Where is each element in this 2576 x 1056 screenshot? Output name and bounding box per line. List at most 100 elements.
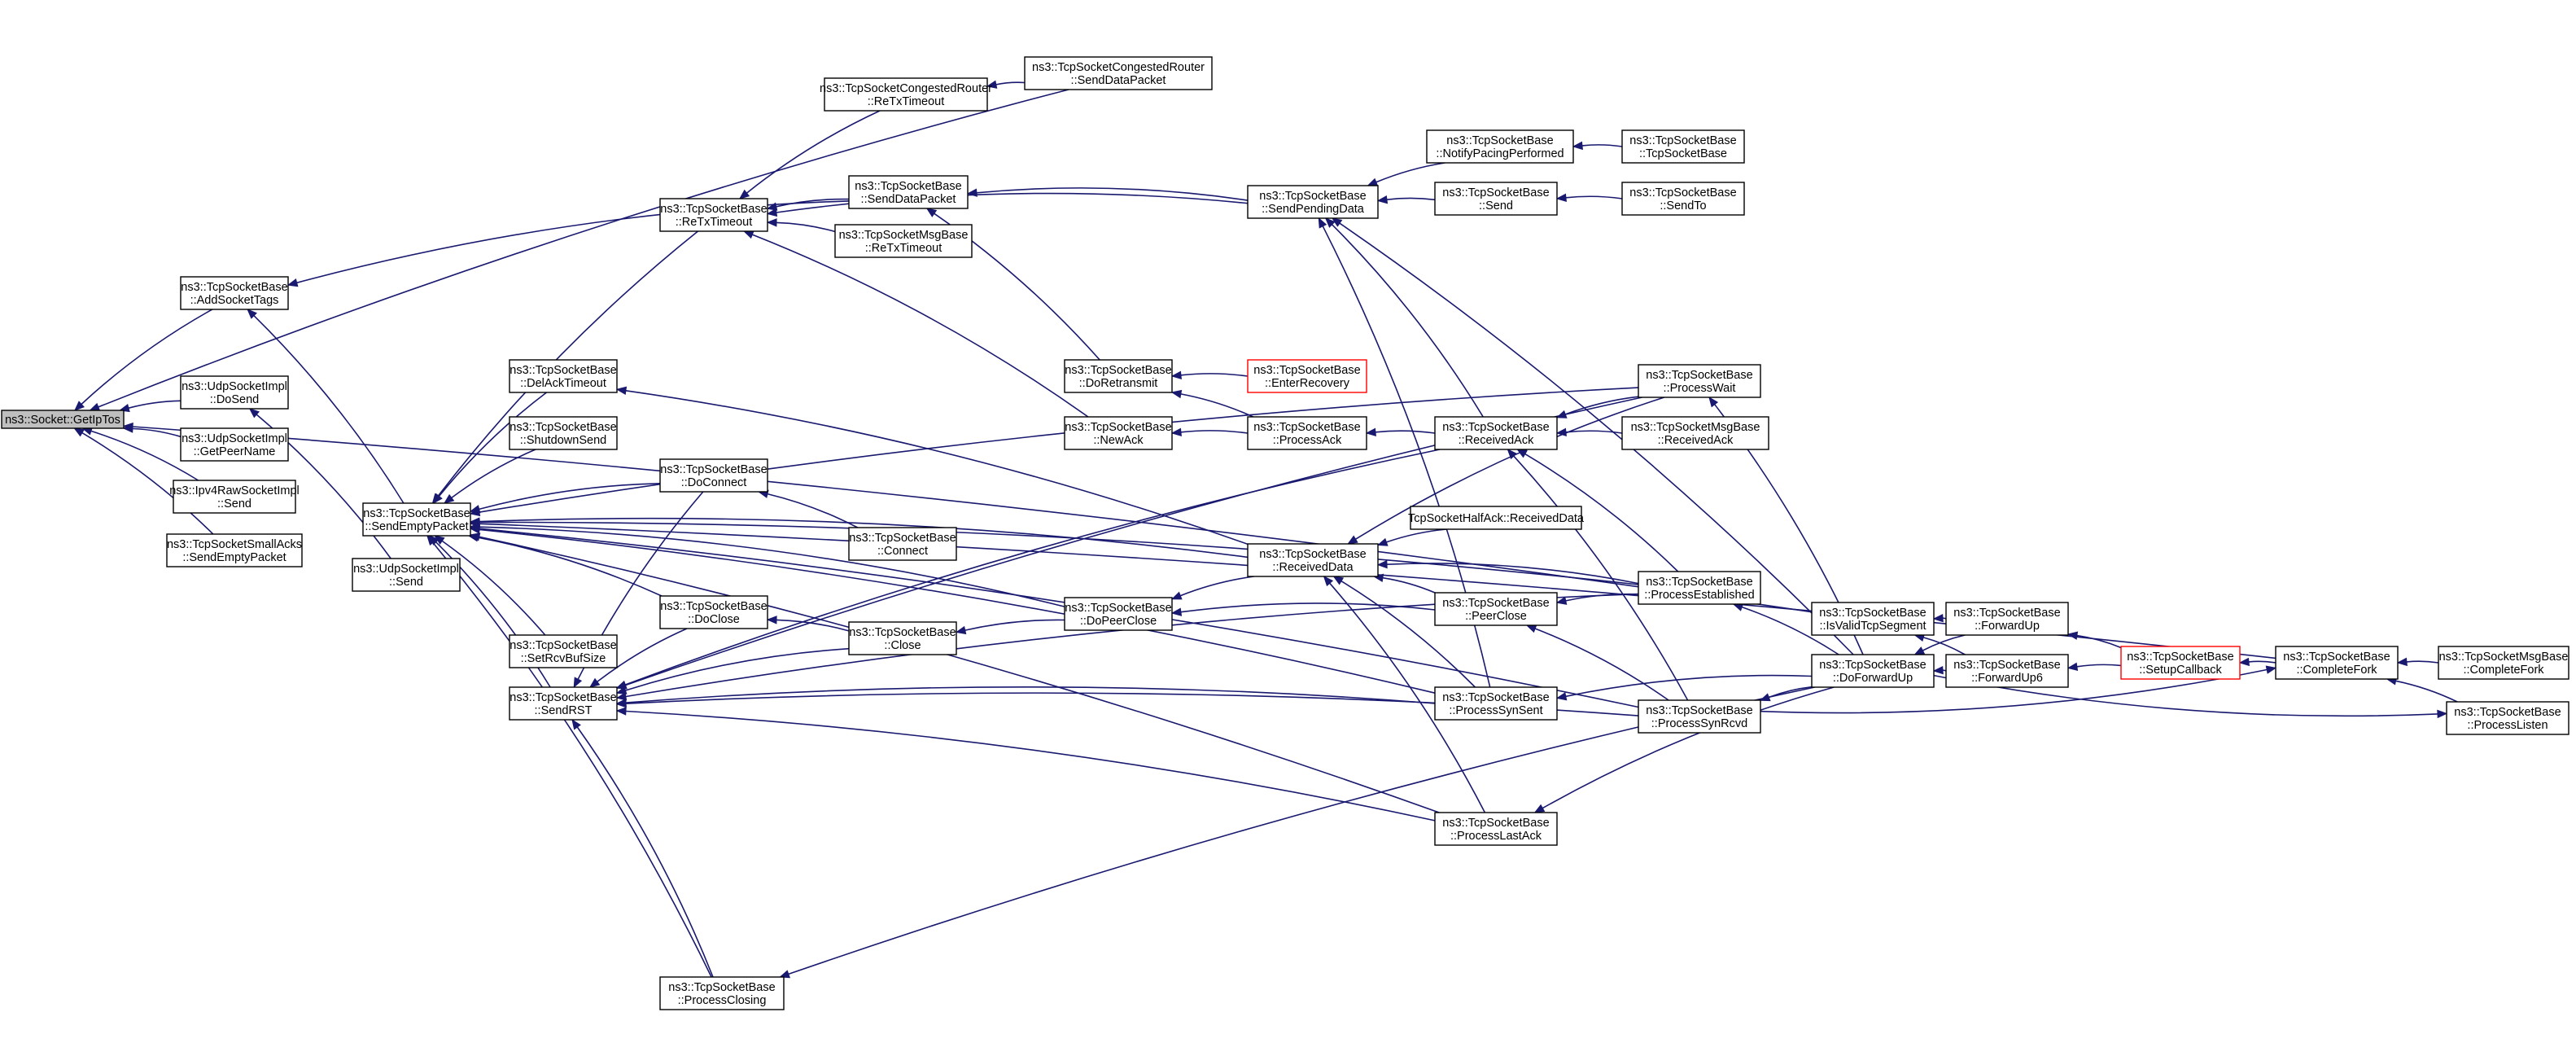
node-label: ::ProcessSynSent [1449,704,1542,717]
node-label: ns3::TcpSocketBase [181,281,287,294]
call-edge-processack-to-newack [1170,427,1249,436]
node-isvalidtcpsegment[interactable]: ns3::TcpSocketBase::IsValidTcpSegment [1811,602,1935,636]
node-forwardup[interactable]: ns3::TcpSocketBase::ForwardUp [1945,602,2069,636]
node-processsynsent[interactable]: ns3::TcpSocketBase::ProcessSynSent [1434,686,1558,721]
edge-line [1534,628,1669,701]
node-cong_retx[interactable]: ns3::TcpSocketCongestedRouter::ReTxTimeo… [820,77,992,112]
node-cong_senddata[interactable]: ns3::TcpSocketCongestedRouter::SendDataP… [1024,56,1213,90]
node-sendto[interactable]: ns3::TcpSocketBase::SendTo [1621,182,1745,216]
node-label: ns3::TcpSocketBase [1259,548,1366,561]
edge-line [253,315,405,504]
call-edge-processlastack-to-sendemptypacket [469,532,1440,813]
node-label: ::SetRcvBufSize [521,652,606,665]
node-box [1434,592,1558,626]
node-ipv4raw_send[interactable]: ns3::Ipv4RawSocketImpl::Send [169,480,300,514]
arrowhead-icon [2066,631,2079,640]
node-box [2446,701,2569,735]
node-box [352,558,461,592]
node-label: ::AddSocketTags [190,294,279,307]
node-receivedack[interactable]: ns3::TcpSocketBase::ReceivedAck [1434,416,1558,450]
node-udp_send[interactable]: ns3::UdpSocketImpl::Send [352,558,461,592]
edge-line [776,619,850,632]
arrowhead-icon [738,189,750,199]
node-dopeerclose[interactable]: ns3::TcpSocketBase::DoPeerClose [1064,597,1173,631]
node-label: ns3::TcpSocketBase [1259,190,1366,203]
node-doclose[interactable]: ns3::TcpSocketBase::DoClose [659,595,768,629]
arrowhead-icon [615,386,628,396]
node-sendrst[interactable]: ns3::TcpSocketBase::SendRST [509,686,618,721]
call-edge-receiveddata-to-delacktimeout [615,386,1249,546]
node-label: ::DoForwardUp [1833,672,1913,685]
node-msg_receivedack[interactable]: ns3::TcpSocketMsgBase::ReceivedAck [1621,416,1769,450]
node-processclosing[interactable]: ns3::TcpSocketBase::ProcessClosing [659,976,785,1010]
node-close[interactable]: ns3::TcpSocketBase::Close [848,621,957,655]
node-label: ns3::Socket::GetIpTos [5,414,120,427]
node-halfack[interactable]: TcpSocketHalfAck::ReceivedData [1408,506,1585,530]
node-msg_completefork[interactable]: ns3::TcpSocketMsgBase::CompleteFork [2438,646,2569,680]
node-enterrecovery[interactable]: ns3::TcpSocketBase::EnterRecovery [1247,359,1367,393]
node-doretransmit[interactable]: ns3::TcpSocketBase::DoRetransmit [1064,359,1173,393]
node-sendemptypacket[interactable]: ns3::TcpSocketBase::SendEmptyPacket [362,502,471,537]
node-completefork[interactable]: ns3::TcpSocketBase::CompleteFork [2275,646,2399,680]
call-edge-sendto-to-send [1555,193,1623,202]
edge-line [479,536,1440,813]
arrowhead-icon [1365,427,1376,436]
node-forwardup6[interactable]: ns3::TcpSocketBase::ForwardUp6 [1945,654,2069,688]
call-edge-newack-to-retxtimeout [742,230,1089,418]
node-processwait[interactable]: ns3::TcpSocketBase::ProcessWait [1638,364,1761,398]
node-send[interactable]: ns3::TcpSocketBase::Send [1434,182,1558,216]
arrowhead-icon [955,625,967,635]
edge-line [1375,162,1445,183]
node-label: ns3::TcpSocketBase [849,626,956,639]
arrowhead-icon [1170,591,1183,600]
edge-line [1179,576,1254,597]
call-edge-processsynrcvd-to-receivedack [1507,449,1689,701]
node-receiveddata[interactable]: ns3::TcpSocketBase::ReceivedData [1247,543,1379,577]
node-getiptos[interactable]: ns3::Socket::GetIpTos [1,410,125,429]
node-processlastack[interactable]: ns3::TcpSocketBase::ProcessLastAck [1434,812,1558,846]
node-newack[interactable]: ns3::TcpSocketBase::NewAck [1064,416,1173,450]
node-connect[interactable]: ns3::TcpSocketBase::Connect [848,527,957,561]
node-box [1247,359,1367,393]
arrowhead-icon [1323,575,1334,587]
node-box [1638,699,1761,734]
arrowhead-icon [766,218,777,227]
node-setrcvbufsize[interactable]: ns3::TcpSocketBase::SetRcvBufSize [509,634,618,668]
node-label: ns3::TcpSocketBase [668,981,775,994]
node-label: ns3::TcpSocketBase [849,532,956,545]
node-label: ns3::TcpSocketBase [1819,607,1926,620]
edge-line [132,427,182,438]
node-addsockettags[interactable]: ns3::TcpSocketBase::AddSocketTags [180,276,289,310]
node-delacktimeout[interactable]: ns3::TcpSocketBase::DelAckTimeout [509,359,618,393]
node-label: ns3::TcpSocketBase [855,180,961,193]
node-processsynrcvd[interactable]: ns3::TcpSocketBase::ProcessSynRcvd [1638,699,1761,734]
node-label: ns3::TcpSocketMsgBase [1631,421,1760,434]
node-setupcallback[interactable]: ns3::TcpSocketBase::SetupCallback [2120,646,2241,680]
node-sendpendingdata[interactable]: ns3::TcpSocketBase::SendPendingData [1247,185,1379,219]
node-doconnect[interactable]: ns3::TcpSocketBase::DoConnect [659,458,768,493]
node-box [1426,129,1574,164]
node-label: ::Close [884,639,921,652]
node-shutdownsend[interactable]: ns3::TcpSocketBase::ShutdownSend [509,416,618,450]
node-label: ::Send [389,576,423,589]
node-doforwardup[interactable]: ns3::TcpSocketBase::DoForwardUp [1811,654,1935,688]
node-processlisten[interactable]: ns3::TcpSocketBase::ProcessListen [2446,701,2569,735]
node-processestablished[interactable]: ns3::TcpSocketBase::ProcessEstablished [1638,571,1761,605]
node-udp_dosend[interactable]: ns3::UdpSocketImpl::DoSend [180,375,289,410]
call-edge-receiveddata-to-dopeerclose [1170,576,1254,600]
node-retxtimeout[interactable]: ns3::TcpSocketBase::ReTxTimeout [659,198,768,232]
node-smallacks_sendempty[interactable]: ns3::TcpSocketSmallAcks::SendEmptyPacket [166,533,303,567]
arrowhead-icon [1376,537,1389,546]
node-notifypacing[interactable]: ns3::TcpSocketBase::NotifyPacingPerforme… [1426,129,1574,164]
edge-line [625,647,850,691]
arrowhead-icon [2437,709,2448,719]
node-msg_retx[interactable]: ns3::TcpSocketMsgBase::ReTxTimeout [834,224,973,258]
node-senddatapacket[interactable]: ns3::TcpSocketBase::SendDataPacket [848,175,969,209]
arrowhead-icon [1367,177,1379,186]
node-label: ns3::TcpSocketBase [1442,186,1549,199]
node-processack[interactable]: ns3::TcpSocketBase::ProcessAck [1247,416,1367,450]
node-tcpsocketbase[interactable]: ns3::TcpSocketBase::TcpSocketBase [1621,129,1745,164]
node-udp_getpeername[interactable]: ns3::UdpSocketImpl::GetPeerName [180,427,289,462]
node-label: ::ShutdownSend [520,434,606,447]
node-peerclose[interactable]: ns3::TcpSocketBase::PeerClose [1434,592,1558,626]
